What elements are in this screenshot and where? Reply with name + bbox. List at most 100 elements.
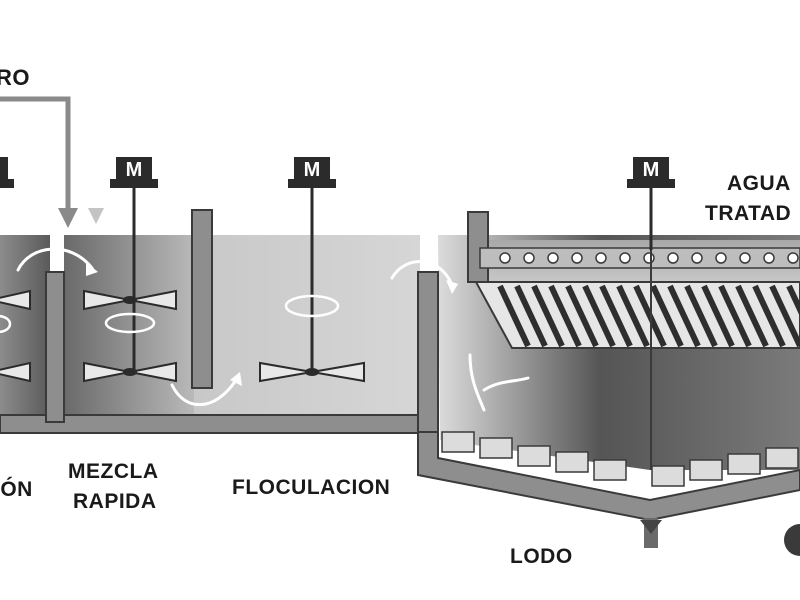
motor-body xyxy=(0,157,8,179)
flow-arrow-coag-mix-head xyxy=(86,262,98,276)
impeller xyxy=(83,289,177,311)
label-floculacion: FLOCULACION xyxy=(232,476,390,499)
label-lodo: LODO xyxy=(510,545,573,568)
sludge-block xyxy=(517,445,551,467)
flow-arrows xyxy=(16,247,530,412)
inclined-plates xyxy=(497,284,800,348)
inflow-pipe xyxy=(0,96,104,228)
swirl-coag xyxy=(0,314,12,334)
sludge-block xyxy=(555,451,589,473)
sludge-block xyxy=(441,431,475,453)
plate xyxy=(752,284,786,348)
plate xyxy=(701,284,735,348)
plate xyxy=(565,284,599,348)
orifice xyxy=(619,252,631,264)
plate xyxy=(718,284,752,348)
sludge-block xyxy=(479,437,513,459)
effluent-channel-orifices xyxy=(499,252,799,264)
flow-arrow-sed-right xyxy=(482,376,530,392)
label-coagulacion: IÓN xyxy=(0,477,33,501)
label-rapida: RAPIDA xyxy=(73,490,157,513)
motors: MMMM xyxy=(0,157,675,188)
orifice xyxy=(763,252,775,264)
sludge-outlet xyxy=(640,518,662,548)
motor-icon: M xyxy=(627,157,675,188)
orifice xyxy=(547,252,559,264)
impeller-blade xyxy=(0,361,31,383)
label-tratada: TRATAD xyxy=(705,202,791,225)
basin-walls xyxy=(0,209,800,522)
impeller-blade xyxy=(259,361,313,383)
motor-icon: M xyxy=(0,157,14,188)
orifice xyxy=(499,252,511,264)
impeller-hub xyxy=(123,368,137,376)
sludge-block xyxy=(727,453,761,475)
flow-arrow-mix-floc xyxy=(170,378,238,407)
motor-body xyxy=(294,157,330,179)
sludge-block xyxy=(651,465,685,487)
plate xyxy=(735,284,769,348)
motor-label: M xyxy=(126,159,143,181)
sludge-collector-blocks xyxy=(441,431,799,487)
impeller-blade xyxy=(311,361,365,383)
plate xyxy=(548,284,582,348)
impeller-blade xyxy=(83,289,131,311)
swirl-floc xyxy=(284,294,340,318)
flow-arrow-coag-mix xyxy=(16,247,94,272)
flow-arrow-floc-sed-head xyxy=(446,280,458,294)
orifice xyxy=(787,252,799,264)
plate xyxy=(531,284,565,348)
orifice xyxy=(715,252,727,264)
plate xyxy=(667,284,701,348)
orifice xyxy=(523,252,535,264)
impeller-blade xyxy=(129,289,177,311)
impeller xyxy=(0,361,31,383)
plate xyxy=(514,284,548,348)
rotation-swirls xyxy=(0,294,340,334)
flow-arrow-mix-floc-head xyxy=(230,372,242,386)
plate xyxy=(582,284,616,348)
impeller xyxy=(83,361,177,383)
plate xyxy=(684,284,718,348)
orifice xyxy=(691,252,703,264)
orifice xyxy=(643,252,655,264)
swirl-mix xyxy=(104,312,156,334)
motor-icon: M xyxy=(110,157,158,188)
motor-base xyxy=(288,179,336,188)
orifice xyxy=(667,252,679,264)
impeller xyxy=(259,361,365,383)
plate xyxy=(786,284,800,317)
impeller-blade xyxy=(0,289,31,311)
plate xyxy=(650,284,684,348)
sludge-block xyxy=(765,447,799,469)
motor-body xyxy=(633,157,669,179)
motor-body xyxy=(116,157,152,179)
motor-base xyxy=(0,179,14,188)
impeller xyxy=(0,289,31,311)
motor-label: M xyxy=(304,159,321,181)
motor-base xyxy=(627,179,675,188)
sludge-block xyxy=(593,459,627,481)
impeller-hub xyxy=(123,296,137,304)
sludge-block xyxy=(689,459,723,481)
corner-fragment xyxy=(784,524,800,556)
motor-base xyxy=(110,179,158,188)
agitators xyxy=(0,188,653,383)
impeller-hub xyxy=(305,368,319,376)
orifice xyxy=(739,252,751,264)
flow-arrow-floc-sed xyxy=(390,260,454,287)
flow-arrow-sed-left xyxy=(468,353,486,412)
plate xyxy=(599,284,633,348)
orifice xyxy=(571,252,583,264)
label-agua: AGUA xyxy=(727,172,791,195)
label-mezcla: MEZCLA xyxy=(68,460,159,483)
plate xyxy=(769,284,800,348)
label-top-left: RO xyxy=(0,65,30,90)
motor-label: M xyxy=(643,159,660,181)
plate xyxy=(616,284,650,348)
impeller-blade xyxy=(83,361,131,383)
motor-icon: M xyxy=(288,157,336,188)
orifice xyxy=(595,252,607,264)
impeller-blade xyxy=(129,361,177,383)
